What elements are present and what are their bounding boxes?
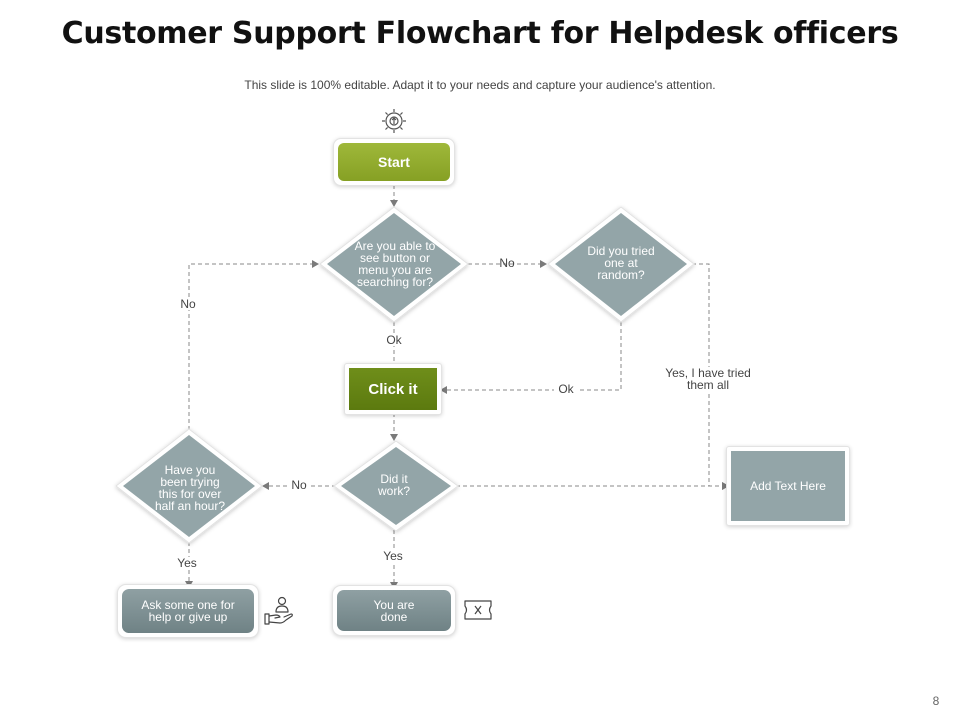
diamond-did-it-work[interactable]: [341, 447, 451, 525]
diamond-tried-random[interactable]: [555, 213, 687, 316]
node-did-it-work-text: Did it work?: [377, 472, 410, 498]
connector-random-to-click: [440, 322, 622, 394]
edge-label-see-no: No: [499, 256, 515, 270]
edge-label-hour-no: No: [177, 298, 199, 310]
gear-settings-icon: [382, 109, 406, 133]
slide-title: Customer Support Flowchart for Helpdesk …: [61, 16, 899, 51]
edge-label-work-yes: Yes: [380, 550, 406, 562]
hand-person-icon: [264, 596, 293, 625]
start-node[interactable]: Start: [338, 143, 450, 181]
page-number: 8: [932, 694, 940, 708]
edge-label-hour-yes: Yes: [174, 557, 200, 569]
done-node[interactable]: You are done: [337, 590, 451, 631]
edge-label-random-yes: Yes, I have tried them all: [656, 367, 760, 391]
add-text-node[interactable]: Add Text Here: [731, 451, 845, 521]
click-it-node[interactable]: Click it: [349, 368, 437, 410]
ask-help-node[interactable]: Ask some one for help or give up: [122, 589, 254, 633]
edge-label-random-ok: Ok: [554, 383, 578, 395]
node-tried-random-text: Did you tried one at random?: [587, 244, 655, 282]
edge-label-see-ok: Ok: [382, 334, 406, 346]
diamond-trying-hour[interactable]: [123, 435, 255, 537]
node-see-button-text: Are you able to see button or menu you a…: [354, 239, 436, 289]
connector-hour-to-see: [188, 260, 319, 430]
diamond-see-button[interactable]: [327, 213, 461, 316]
ticket-close-icon: [464, 600, 492, 620]
slide-subtitle: This slide is 100% editable. Adapt it to…: [244, 78, 716, 92]
edge-label-work-no: No: [288, 479, 310, 491]
node-trying-hour-text: Have you been trying this for over half …: [154, 463, 226, 513]
